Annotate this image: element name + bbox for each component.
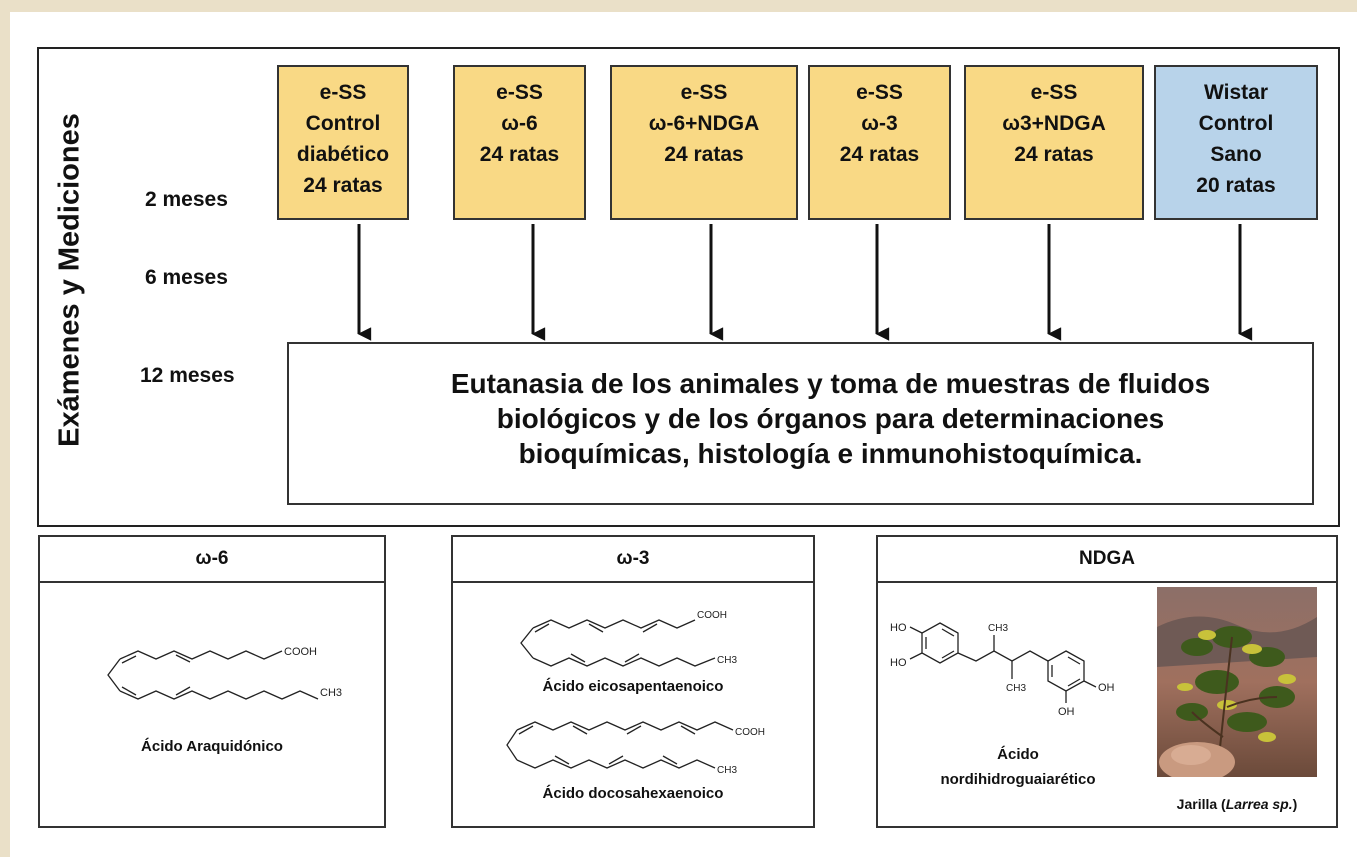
- oh-label: OH: [1058, 706, 1075, 718]
- oh-label: OH: [1098, 682, 1115, 694]
- panel-omega6: COOH CH3 Ácido Araquidónico: [38, 581, 386, 828]
- plant-name: Jarilla (: [1176, 796, 1226, 812]
- group-line: e-SS: [496, 81, 543, 104]
- group-line: Wistar: [1204, 81, 1268, 104]
- group-line: Control: [1198, 112, 1274, 135]
- group-line: 24 ratas: [303, 174, 383, 197]
- cooh-label: COOH: [697, 610, 727, 621]
- group-omega6-ndga: e-SS ω-6+NDGA 24 ratas: [610, 65, 798, 220]
- cooh-label: COOH: [735, 727, 765, 738]
- panel-omega3: COOH CH3 COOH CH3 Ácido eicosapentaenoic…: [451, 581, 815, 828]
- side-label-text: Exámenes y Mediciones: [53, 113, 86, 447]
- group-omega3-ndga: e-SS ω3+NDGA 24 ratas: [964, 65, 1144, 220]
- group-omega6: e-SS ω-6 24 ratas: [453, 65, 586, 220]
- plant-name-close: ): [1292, 796, 1298, 812]
- panel-omega6-title: ω-6: [38, 535, 386, 583]
- cooh-label: COOH: [284, 646, 317, 658]
- compound-name-dha: Ácido docosahexaenoico: [542, 785, 724, 802]
- arachidonic-acid-structure: COOH CH3: [107, 646, 342, 700]
- compound-name-epa: Ácido eicosapentaenoico: [542, 678, 724, 695]
- outcome-box: Eutanasia de los animales y toma de mues…: [287, 342, 1314, 505]
- outcome-line: bioquímicas, histología e inmunohistoquí…: [518, 438, 1143, 469]
- ch3-label: CH3: [717, 655, 737, 666]
- ch3-label: CH3: [1006, 683, 1026, 694]
- ch3-label: CH3: [988, 623, 1008, 634]
- compound-name: Ácido Araquidónico: [141, 738, 283, 755]
- panel-ndga-title: NDGA: [876, 535, 1338, 583]
- ch3-label: CH3: [320, 687, 342, 699]
- ho-label: HO: [890, 622, 907, 634]
- group-line: Sano: [1210, 143, 1262, 166]
- ndga-structure: HO HO CH3 CH3 OH OH: [890, 622, 1115, 718]
- group-line: 24 ratas: [664, 143, 744, 166]
- group-control-diabetico: e-SS Control diabético 24 ratas: [277, 65, 409, 220]
- group-line: Control: [305, 112, 381, 135]
- time-label-6m: 6 meses: [145, 266, 228, 289]
- ch3-label: CH3: [717, 765, 737, 776]
- group-line: diabético: [296, 143, 390, 166]
- plant-caption: Jarilla (Larrea sp.): [1146, 796, 1328, 812]
- compound-name-ndga-2: nordihidroguaiarético: [940, 771, 1096, 788]
- plant-latin-name: Larrea sp.: [1225, 796, 1293, 812]
- group-line: 24 ratas: [479, 143, 560, 166]
- ho-label: HO: [890, 657, 907, 669]
- outcome-line: Eutanasia de los animales y toma de mues…: [450, 368, 1211, 399]
- group-wistar-sano: Wistar Control Sano 20 ratas: [1154, 65, 1318, 220]
- group-line: 24 ratas: [1014, 143, 1094, 166]
- group-line: 20 ratas: [1196, 174, 1276, 197]
- group-line: ω3+NDGA: [1002, 112, 1106, 135]
- panel-ndga: HO HO CH3 CH3 OH OH Ácido nordihidroguai…: [876, 581, 1338, 828]
- omega3-structures: COOH CH3 COOH CH3: [506, 610, 765, 776]
- jarilla-plant-photo: [1157, 587, 1317, 777]
- group-line: ω-6: [501, 112, 538, 135]
- group-omega3: e-SS ω-3 24 ratas: [808, 65, 951, 220]
- panel-omega3-title: ω-3: [451, 535, 815, 583]
- time-label-12m: 12 meses: [140, 364, 235, 387]
- group-line: ω-3: [861, 112, 898, 135]
- group-line: e-SS: [680, 81, 728, 104]
- outcome-line: biológicos y de los órganos para determi…: [496, 403, 1165, 434]
- side-label: Exámenes y Mediciones: [40, 90, 100, 470]
- time-label-2m: 2 meses: [145, 188, 228, 211]
- group-line: e-SS: [1030, 81, 1078, 104]
- group-line: e-SS: [319, 81, 367, 104]
- group-line: ω-6+NDGA: [648, 112, 760, 135]
- group-line: 24 ratas: [839, 143, 920, 166]
- group-line: e-SS: [856, 81, 903, 104]
- compound-name-ndga-1: Ácido: [997, 746, 1039, 763]
